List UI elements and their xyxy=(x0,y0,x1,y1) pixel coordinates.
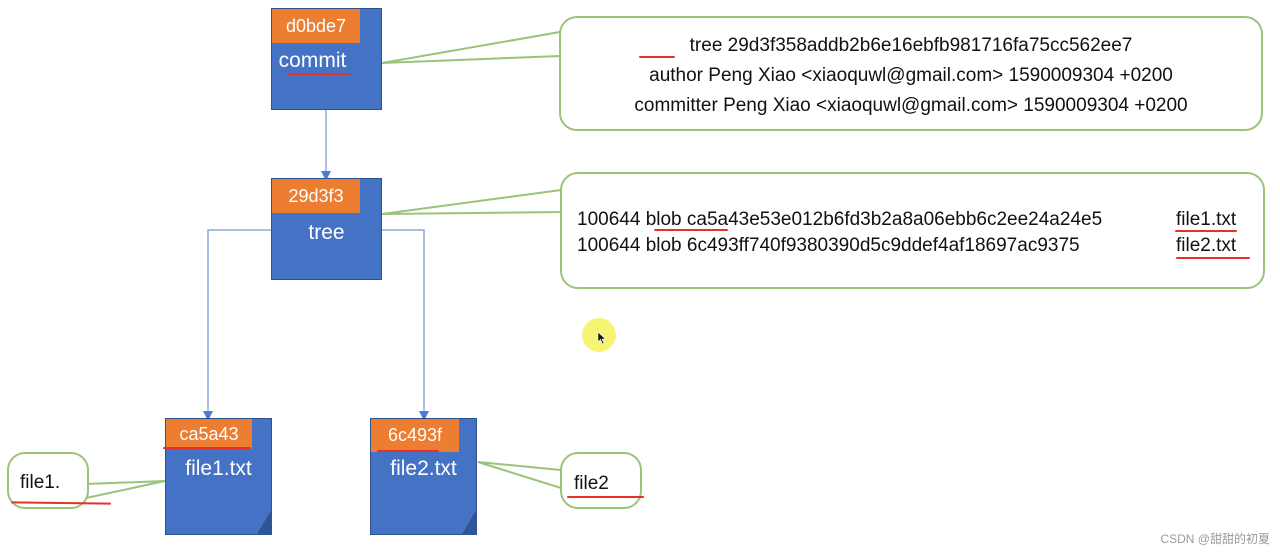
entry1-type: blob xyxy=(645,209,682,230)
tree-callout-tail xyxy=(381,188,562,215)
blob2-content-callout: file2 xyxy=(560,452,642,509)
mouse-pointer-icon xyxy=(597,331,607,345)
commit-callout-tree-line: tree 29d3f358addb2b6e16ebfb981716fa75cc5… xyxy=(561,35,1261,57)
tree-entry-2: 100644 blob 6c493ff740f9380390d5c9ddef4a… xyxy=(577,235,1080,257)
entry2-name: file2.txt xyxy=(1176,235,1237,256)
author-value: Peng Xiao <xiaoquwl@gmail.com> 159000930… xyxy=(708,65,1173,86)
entry1-sha: ca5a43e53e012b6fd3b2a8a06ebb6c2ee24a24e5 xyxy=(686,209,1103,230)
commit-label-underline xyxy=(288,73,350,75)
tree-entry-1: 100644 blob ca5a43e53e012b6fd3b2a8a06ebb… xyxy=(577,209,1102,231)
blob2-hash-underline xyxy=(377,450,439,452)
blob-node-file1[interactable]: ca5a43 file1.txt xyxy=(165,418,272,535)
tree-keyword-underline xyxy=(639,56,675,58)
tree-to-blob2-arrow xyxy=(381,229,429,421)
file1-name-underline xyxy=(1175,230,1237,232)
blob1-hash-underline xyxy=(163,447,251,449)
tree-label: tree xyxy=(308,221,345,244)
tree-keyword: tree xyxy=(689,35,723,56)
commit-callout-committer-line: committer Peng Xiao <xiaoquwl@gmail.com>… xyxy=(561,95,1261,117)
commit-hash: d0bde7 xyxy=(272,9,360,43)
commit-callout: tree 29d3f358addb2b6e16ebfb981716fa75cc5… xyxy=(559,16,1263,131)
blob-node-file2[interactable]: 6c493f file2.txt xyxy=(370,418,477,535)
tree-node[interactable]: 29d3f3 tree xyxy=(271,178,382,280)
tree-sha: 29d3f358addb2b6e16ebfb981716fa75cc562ee7 xyxy=(727,35,1133,56)
file2-name-underline xyxy=(1176,257,1250,259)
blob2-label: file2.txt xyxy=(390,457,457,480)
author-keyword: author xyxy=(649,65,704,86)
watermark: CSDN @甜甜的初夏 xyxy=(1160,532,1270,546)
blob1-content: file1. xyxy=(20,472,61,493)
blob2-content-underline xyxy=(567,496,644,498)
blob2-content: file2 xyxy=(574,473,609,494)
commit-callout-author-line: author Peng Xiao <xiaoquwl@gmail.com> 15… xyxy=(561,65,1261,87)
entry1-name: file1.txt xyxy=(1176,209,1237,230)
entry1-mode: 100644 xyxy=(577,209,641,230)
blob2-callout-tail xyxy=(477,461,562,490)
tree-to-blob1-arrow xyxy=(203,229,271,421)
tree-hash: 29d3f3 xyxy=(272,179,360,213)
entry2-mode: 100644 xyxy=(577,235,641,256)
blob1-content-callout: file1. xyxy=(7,452,89,509)
committer-keyword: committer xyxy=(634,95,718,116)
blob1-label: file1.txt xyxy=(185,457,252,480)
blob2-hash: 6c493f xyxy=(371,419,459,452)
committer-value: Peng Xiao <xiaoquwl@gmail.com> 159000930… xyxy=(723,95,1188,116)
entry2-sha: 6c493ff740f9380390d5c9ddef4af18697ac9375 xyxy=(686,235,1080,256)
blob1-callout-tail xyxy=(85,480,166,500)
commit-callout-tail xyxy=(381,30,561,64)
blob1-hash: ca5a43 xyxy=(166,419,252,449)
commit-label: commit xyxy=(278,49,347,72)
blob-sha-underline xyxy=(654,229,728,231)
entry2-type: blob xyxy=(645,235,682,256)
commit-node[interactable]: d0bde7 commit xyxy=(271,8,382,110)
